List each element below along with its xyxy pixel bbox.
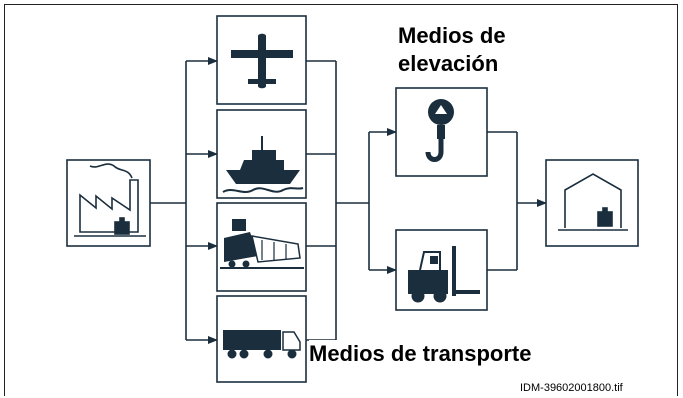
transport-means-label: Medios de transporte [309,340,532,368]
truck-icon [223,330,301,359]
lifting-means-line2: elevación [398,51,499,76]
crane-hook-icon [425,99,454,162]
connector-lines [150,57,547,344]
lifting-means-label: Medios de elevación [398,22,506,78]
warehouse-icon [558,173,628,231]
ship-icon [222,136,304,193]
warehouse-box [545,159,639,247]
lifting-means-line1: Medios de [398,23,506,48]
diagram-frame [4,4,678,396]
document-id: IDM-39602001800.tif [520,382,623,394]
forklift-icon [408,246,480,303]
train-icon [220,219,304,269]
factory-icon [74,163,146,237]
airplane-icon [231,33,293,89]
